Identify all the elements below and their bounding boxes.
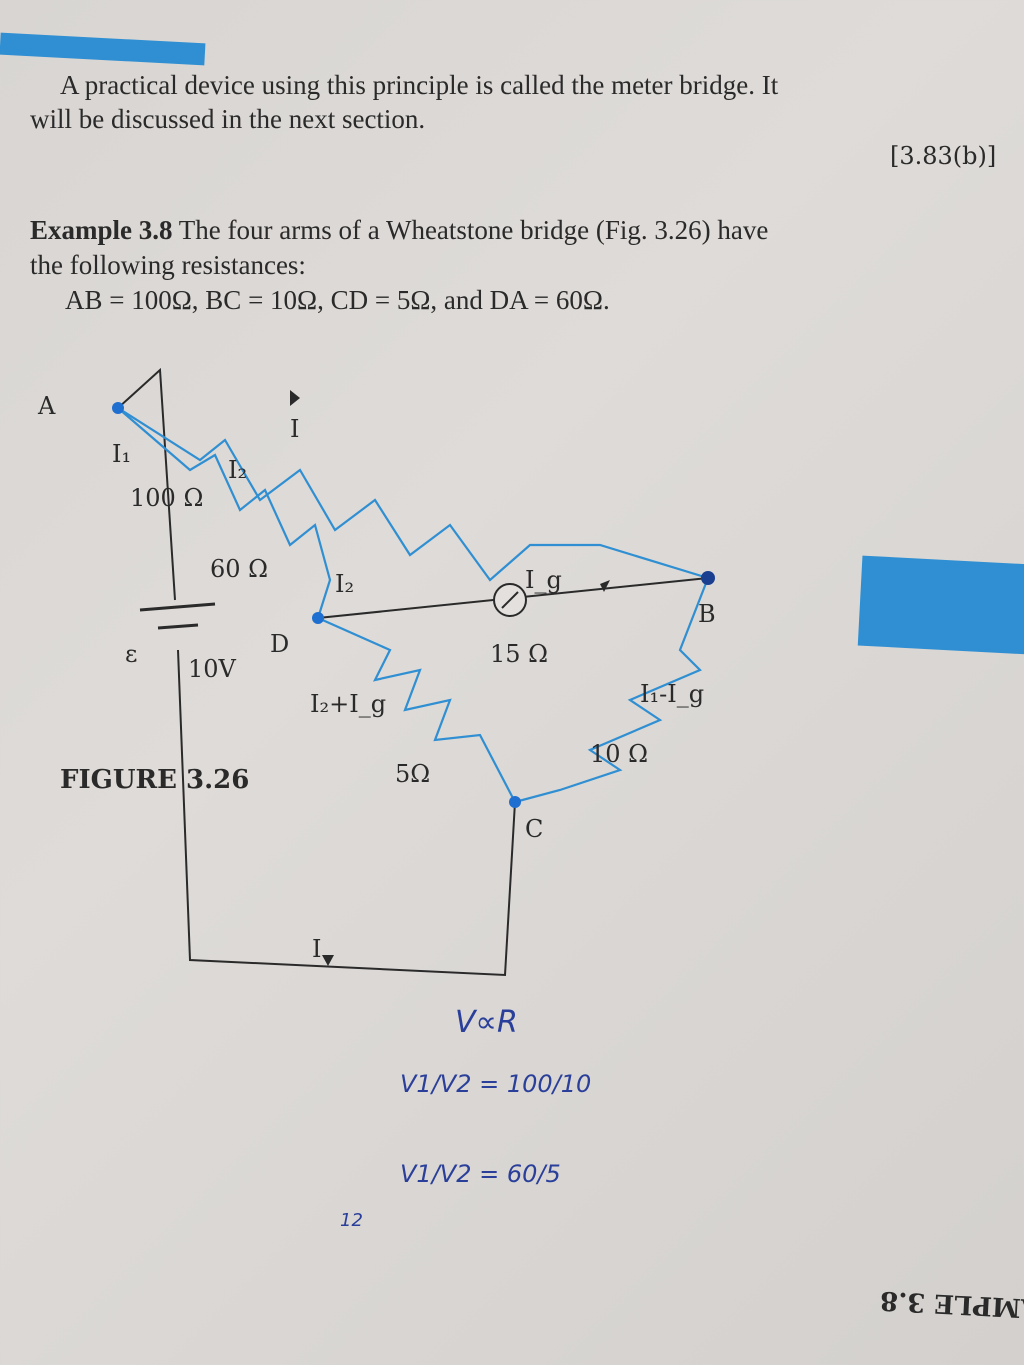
label-r-cd: 5Ω [395, 760, 431, 788]
outer-wire-lower [177, 649, 516, 977]
node-label-a: A [38, 392, 56, 420]
handwritten-note-1: V∝R [455, 1005, 518, 1040]
node-label-d: D [270, 630, 290, 658]
node-d [312, 612, 324, 624]
example-text-2: the following resistances: [30, 250, 306, 280]
intro-line-2: will be discussed in the next section. [30, 104, 426, 134]
resistor-ab [117, 407, 709, 582]
battery-plate-short [157, 623, 199, 630]
example-text-1: Example 3.8 The four arms of a Wheatston… [30, 215, 768, 245]
handwritten-note-2: V1/V2 = 100/10 [400, 1070, 592, 1098]
label-i1: I₁ [112, 440, 132, 468]
node-label-c: C [525, 815, 544, 843]
battery-plate-long [139, 602, 216, 612]
label-ig: I_g [525, 566, 562, 594]
galvanometer-needle [501, 591, 519, 609]
label-i2-top: I₂ [228, 456, 248, 484]
label-i1-minus-ig: I₁-I_g [640, 680, 705, 708]
node-b [701, 571, 715, 585]
label-r-ab: 100 Ω [130, 484, 204, 512]
label-i-left: I [290, 415, 300, 443]
label-r-g: 15 Ω [490, 640, 549, 668]
label-r-da: 60 Ω [210, 555, 269, 583]
handwritten-note-3: V1/V2 = 60/5 [400, 1160, 561, 1188]
resistor-cd [317, 616, 516, 803]
arrow-ig [600, 580, 610, 592]
label-i-right: I [312, 935, 322, 963]
example-text-3: AB = 100Ω, BC = 10Ω, CD = 5Ω, and DA = 6… [65, 285, 610, 315]
resistor-da [117, 407, 332, 619]
figure-caption: FIGURE 3.26 [60, 765, 250, 795]
node-a [112, 402, 124, 414]
intro-line-1: A practical device using this principle … [60, 70, 779, 100]
label-i2-plus-ig: I₂+I_g [310, 690, 387, 718]
label-r-bc: 10 Ω [590, 740, 649, 768]
node-c [509, 796, 521, 808]
label-emf: ε [125, 640, 138, 668]
label-voltage: 10V [188, 655, 236, 683]
arrow-i-left [290, 390, 300, 406]
equation-ref: [3.83(b)] [890, 142, 997, 170]
arrow-i-right [322, 955, 334, 966]
example-body: The four arms of a Wheatstone bridge (Fi… [178, 215, 769, 245]
resistor-bc [514, 577, 710, 804]
outer-wire [117, 367, 176, 601]
node-label-b: B [698, 600, 716, 628]
example-heading: Example 3.8 [30, 215, 173, 245]
label-i2-bottom: I₂ [335, 570, 355, 598]
handwritten-note-4: 12 [340, 1210, 363, 1231]
